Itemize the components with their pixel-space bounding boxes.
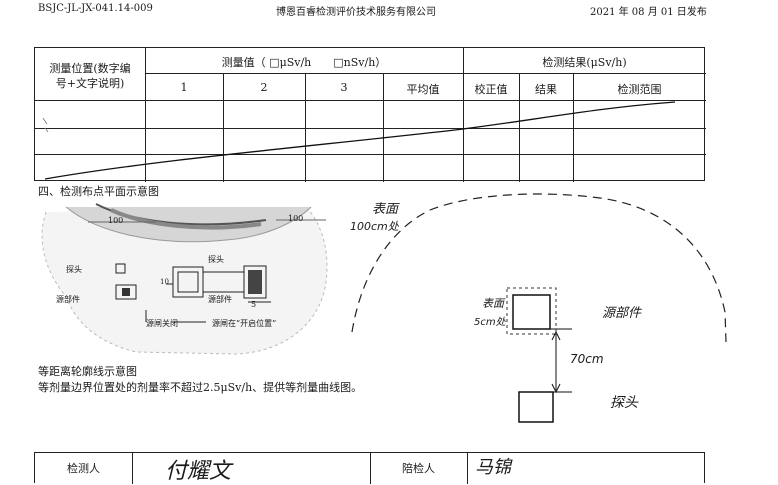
doc-code: BSJC-JL-JX-041.14-009	[38, 3, 153, 14]
measurement-table: 测量位置(数字编 号+文字说明) 测量值（ □μSv/h □nSv/h） 检测结…	[34, 47, 706, 182]
contour-diagram-graphic	[41, 203, 328, 355]
dim-100-left: 100	[108, 216, 124, 225]
strike-line	[42, 101, 676, 180]
hw-surface-100-b: 100cm处	[350, 220, 399, 233]
inspector-label: 检测人	[67, 462, 100, 475]
hw-surface-100: 表面	[372, 202, 399, 217]
col-average: 平均值	[406, 83, 440, 96]
note-line-2: 等剂量边界位置处的剂量率不超过2.5μSv/h、提供等剂量曲线图。	[38, 381, 363, 394]
release-date: 2021 年 08 月 01 日发布	[590, 7, 707, 18]
label-source-2: 源部件	[208, 295, 232, 304]
hw-source: 源部件	[602, 306, 642, 321]
pos-header-line1: 测量位置(数字编	[49, 62, 131, 75]
hw-surface-5-b: 5cm处	[474, 317, 506, 328]
hand-sketch-graphic	[351, 193, 727, 423]
hw-surface-5: 表面	[482, 297, 504, 310]
col-3: 3	[340, 81, 348, 94]
hand-sketch: 表面 100cm处 表面 5cm处 源部件 70cm 探头	[340, 192, 730, 432]
result-header: 检测结果(μSv/h)	[542, 56, 627, 69]
hw-probe: 探头	[610, 395, 638, 411]
dim-100-right: 100	[288, 214, 304, 223]
col-range: 检测范围	[617, 83, 662, 96]
hw-distance: 70cm	[570, 352, 604, 366]
accompany-label: 陪检人	[402, 462, 435, 475]
section-title: 四、检测布点平面示意图	[38, 185, 159, 198]
company-name: 博恩百睿检测评价技术服务有限公司	[276, 7, 436, 18]
inspector-signature: 付耀文	[165, 459, 232, 484]
col-result: 结果	[535, 83, 557, 96]
label-probe: 探头	[66, 265, 82, 274]
dim-5: 5	[251, 300, 257, 309]
col-1: 1	[180, 81, 188, 94]
printed-diagram: 100 100 探头 源部件 探头 源部件 10 5 源闸关闭 源闸在“开启位置…	[36, 202, 336, 362]
note-line-1: 等距离轮廓线示意图	[38, 365, 137, 378]
label-gate-open: 源闸在“开启位置”	[212, 319, 277, 328]
label-probe-2: 探头	[208, 255, 224, 264]
pos-header-line2: 号+文字说明)	[55, 77, 125, 90]
col-2: 2	[260, 81, 268, 94]
label-gate-closed: 源闸关闭	[146, 319, 178, 328]
measure-header: 测量值（ □μSv/h □nSv/h）	[221, 56, 387, 69]
accompany-signature: 马锦	[475, 457, 511, 478]
col-corrected: 校正值	[474, 83, 508, 96]
label-source: 源部件	[56, 295, 80, 304]
signature-table: 检测人 付耀文 陪检人 马锦	[34, 452, 705, 484]
dim-10: 10	[160, 278, 169, 286]
